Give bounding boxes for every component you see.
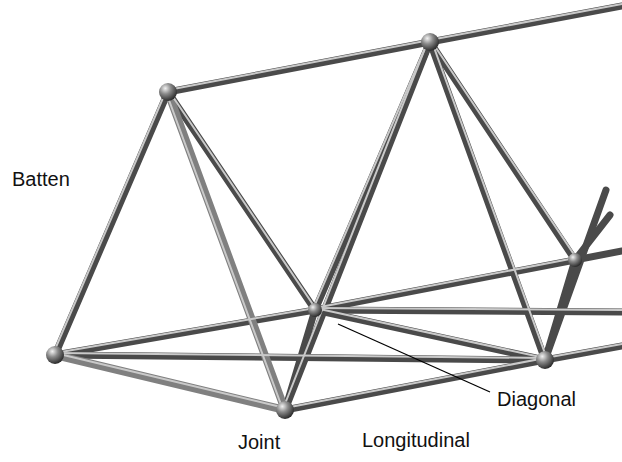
joint-spheres: [46, 33, 582, 419]
part-label: Batten: [12, 167, 70, 191]
part-label: Joint: [238, 430, 280, 454]
leader-line: [338, 324, 490, 392]
truss-members: [53, 4, 622, 410]
part-label: Diagonal: [497, 387, 576, 411]
part-label: Longitudinal: [362, 428, 470, 452]
